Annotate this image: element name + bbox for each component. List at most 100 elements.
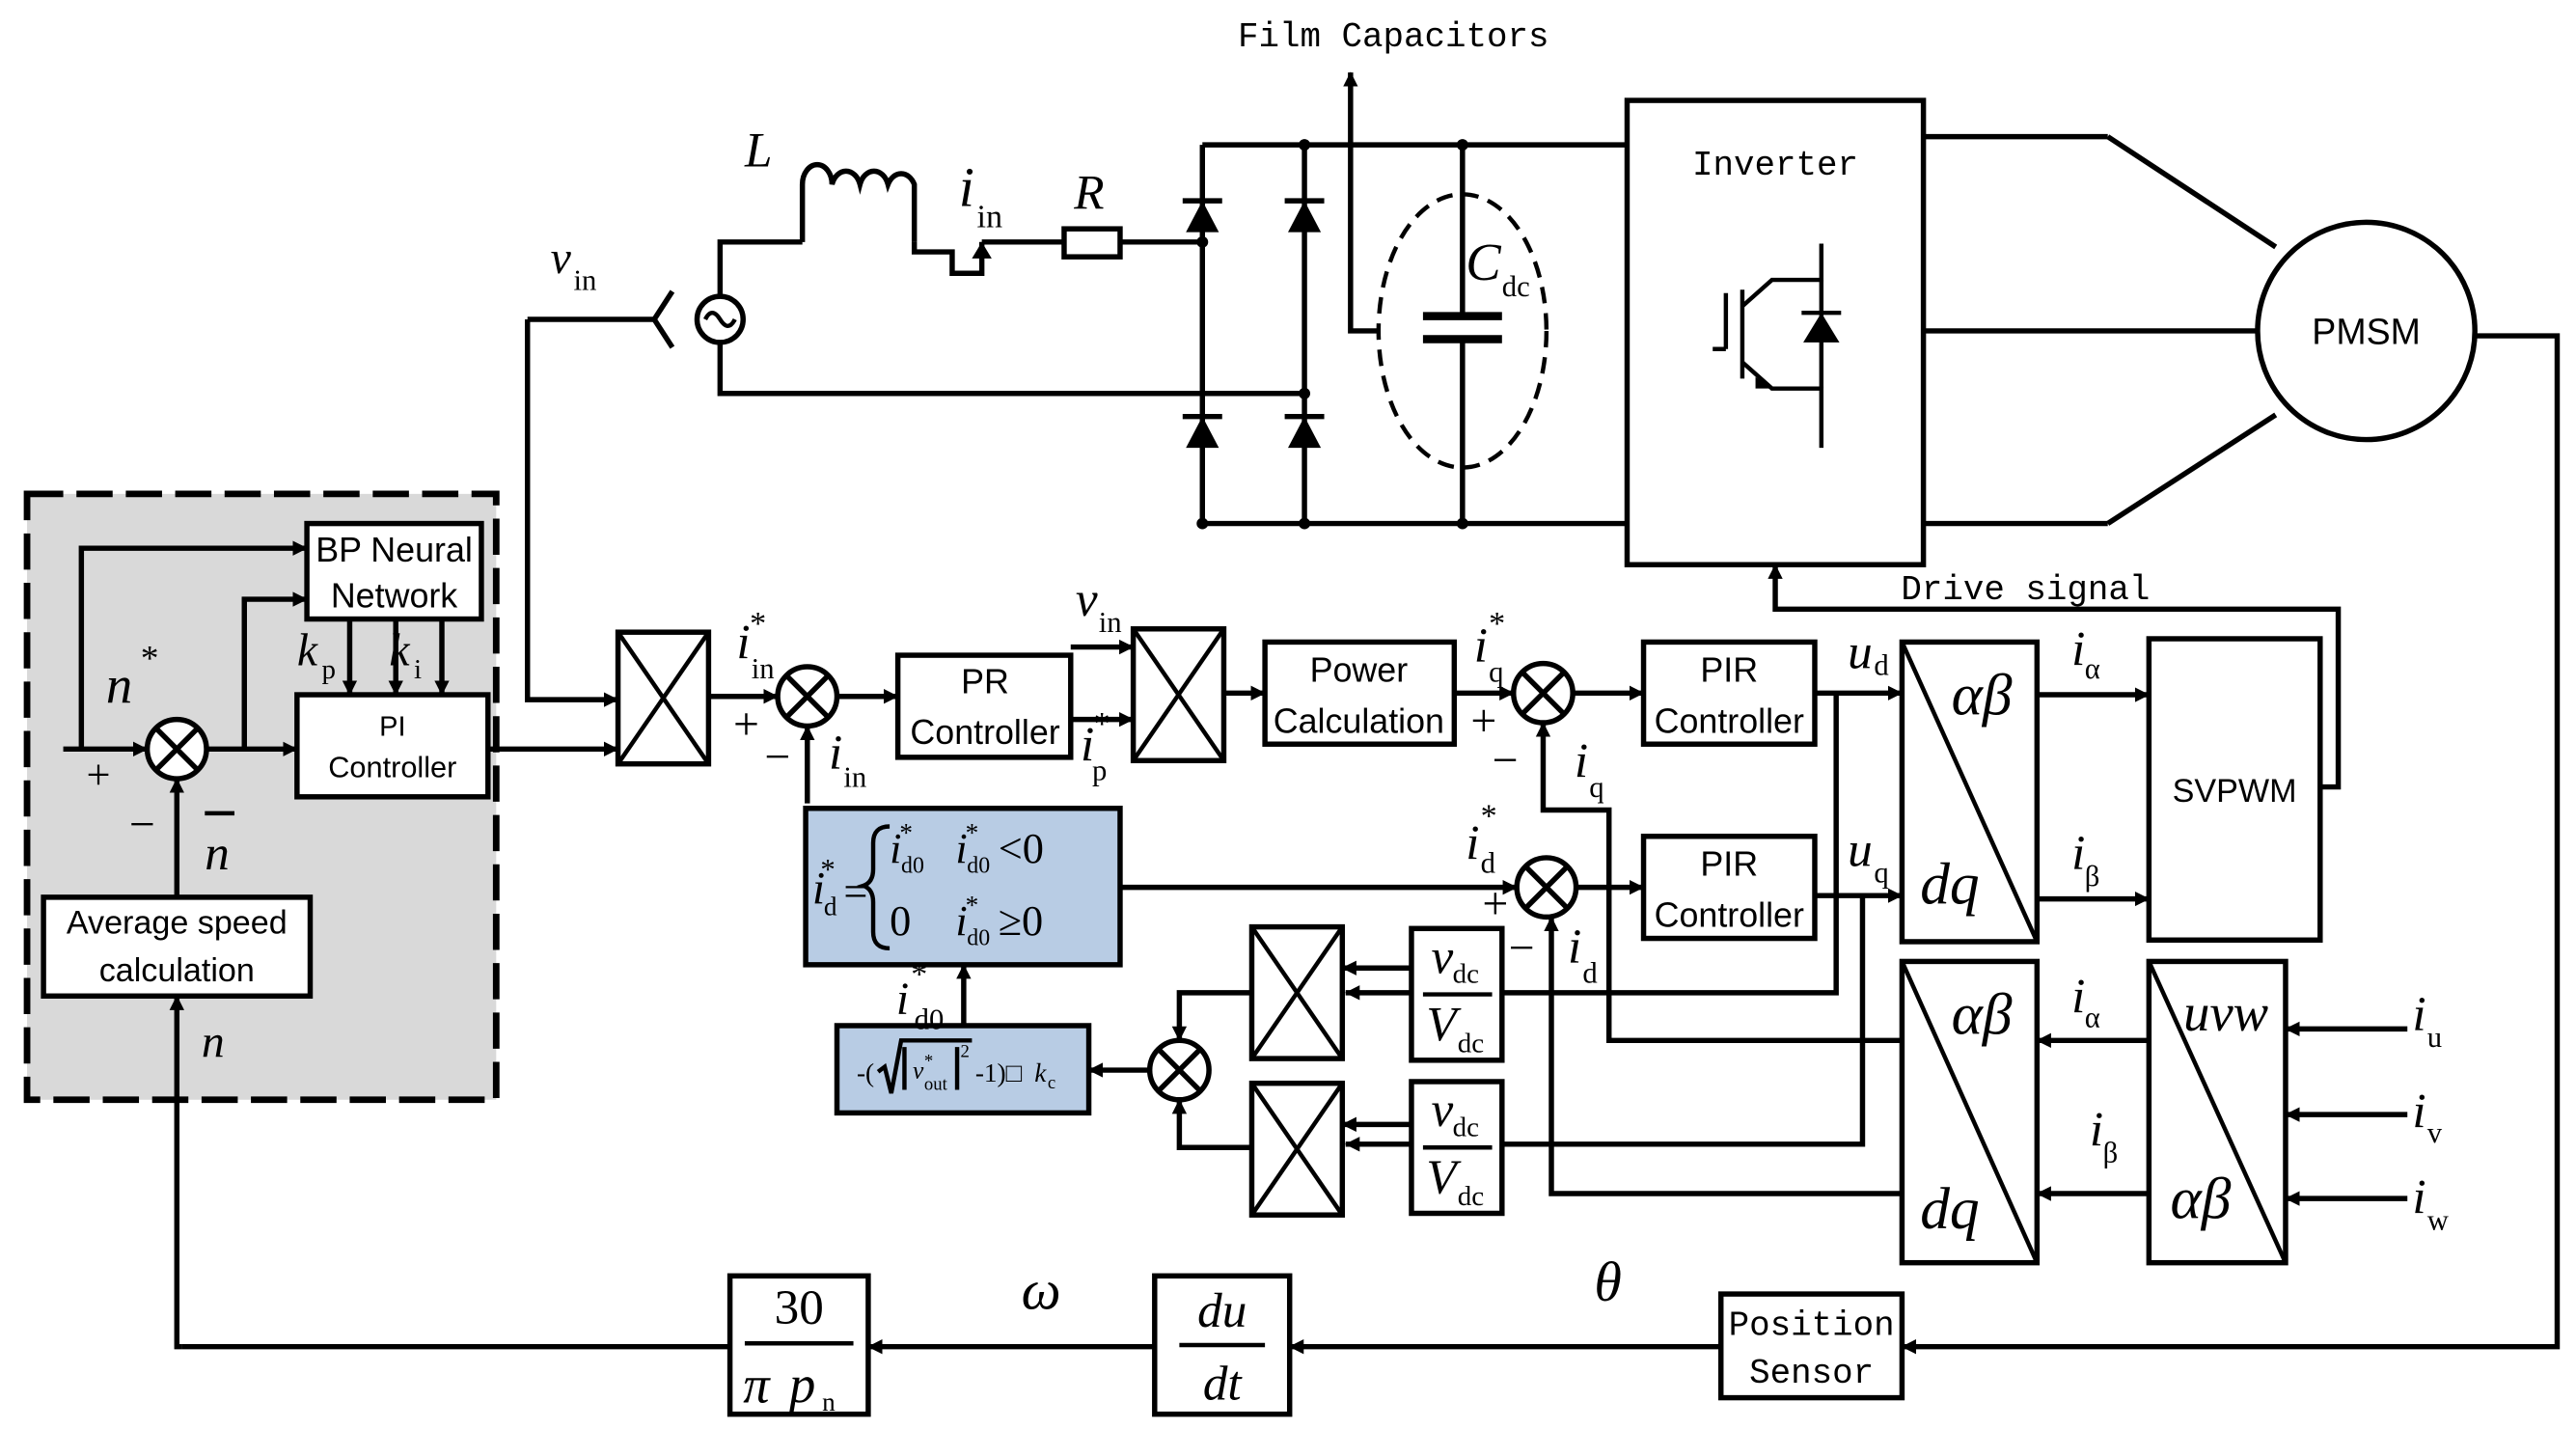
dq-ab-top: αβ xyxy=(1952,663,2013,728)
id0-ref-sub: d0 xyxy=(915,1003,945,1035)
iq-ref-star: * xyxy=(1489,606,1505,642)
pi-label-line1: PI xyxy=(379,712,405,743)
resistor xyxy=(1061,226,1123,260)
speed-summing-junction xyxy=(144,716,209,782)
dc-link-capacitor xyxy=(1343,71,1549,530)
pi-controller-block xyxy=(294,692,491,800)
formula-r2-cond: ≥0 xyxy=(999,896,1044,945)
uvw-ab-label: αβ xyxy=(2171,1167,2232,1232)
kc-formula-v: v xyxy=(913,1057,924,1085)
kp-sub: p xyxy=(321,654,336,685)
ip-star: * xyxy=(1094,706,1110,742)
pmsm-label: PMSM xyxy=(2312,312,2421,352)
vdc-bot-den: V xyxy=(1426,1150,1462,1205)
ac-source xyxy=(527,289,746,349)
pir-controller-q xyxy=(1640,639,1818,747)
pr-label-line2: Controller xyxy=(910,713,1059,752)
cdc-sub: dc xyxy=(1502,270,1530,303)
id-reference-formula-box xyxy=(803,806,1123,968)
vout-summing-junction xyxy=(1146,1037,1212,1103)
uq-sub: q xyxy=(1874,857,1888,890)
conv-pi: π xyxy=(743,1356,771,1415)
ab-dq-bottom: dq xyxy=(1920,1176,1979,1242)
kc-formula-b: -1)□ xyxy=(975,1058,1023,1087)
iin-ref-sub: in xyxy=(752,652,775,685)
current-minus: − xyxy=(764,731,790,783)
formula-r1-i2: i xyxy=(955,824,967,872)
iu-label: i xyxy=(2412,987,2425,1042)
formula-r2-sub: d0 xyxy=(967,925,990,950)
ialpha-fb-label: i xyxy=(2071,969,2085,1024)
kc-formula-a: -( xyxy=(857,1058,874,1087)
igbt-icon xyxy=(1713,243,1842,449)
n-bar-label: n xyxy=(205,826,230,881)
vdc-bot-den-sub: dc xyxy=(1458,1181,1484,1212)
kc-formula-c: c xyxy=(1048,1073,1055,1093)
film-capacitor-ellipse xyxy=(1376,192,1549,470)
formula-r1-cond: <0 xyxy=(999,824,1044,872)
vdc-top-den: V xyxy=(1426,997,1462,1052)
current-plus: + xyxy=(733,699,759,750)
id-fb-sub: d xyxy=(1582,957,1597,990)
uq-label: u xyxy=(1848,822,1873,877)
iv-label: i xyxy=(2412,1085,2425,1140)
pir-d-label1: PIR xyxy=(1700,845,1758,884)
drive-signal-label: Drive signal xyxy=(1901,570,2150,610)
vin-ctrl-label: v xyxy=(1076,572,1098,627)
derivative-den: dt xyxy=(1203,1356,1244,1411)
kc-formula-star: * xyxy=(924,1052,933,1072)
dq-ab-bottom: dq xyxy=(1920,852,1979,918)
inverter-label: Inverter xyxy=(1692,146,1858,185)
pir-q-label1: PIR xyxy=(1700,650,1758,689)
ip-label: i xyxy=(1081,717,1094,772)
formula-eq: = xyxy=(843,866,867,915)
current-summing-junction xyxy=(775,664,840,729)
position-label-line2: Sensor xyxy=(1749,1354,1874,1393)
pir-controller-d xyxy=(1640,834,1818,942)
conv-p: p xyxy=(785,1356,815,1415)
iq-ref-label: i xyxy=(1474,618,1488,673)
formula-r2-i: i xyxy=(955,896,967,945)
formula-i: i xyxy=(812,864,825,915)
film-capacitors-label: Film Capacitors xyxy=(1238,17,1549,57)
avg-label-line1: Average speed xyxy=(67,904,288,941)
resistor-label: R xyxy=(1073,166,1104,221)
id-minus: − xyxy=(1509,922,1535,974)
vdc-top-den-sub: dc xyxy=(1458,1028,1484,1058)
derivative-num: du xyxy=(1197,1283,1247,1338)
iin-label: i xyxy=(959,155,974,218)
iq-plus: + xyxy=(1470,696,1496,747)
inductor xyxy=(799,161,918,242)
iin-fb-label: i xyxy=(829,726,842,781)
iq-fb-label: i xyxy=(1575,733,1588,788)
formula-r1-i: i xyxy=(890,824,901,872)
diode-rectifier xyxy=(1182,139,1628,530)
id-ref-sub: d xyxy=(1481,846,1495,879)
formula-r1-star2: * xyxy=(966,818,979,847)
kc-formula-two: 2 xyxy=(960,1041,969,1061)
pc-label-line1: Power xyxy=(1310,650,1409,689)
control-chain: i * in + − i in PR Controller v in i * p… xyxy=(181,319,2450,1417)
vdc-bot-num: v xyxy=(1431,1083,1453,1138)
ibeta-ref-label: i xyxy=(2071,826,2085,881)
inductor-label: L xyxy=(744,123,772,178)
ud-label: u xyxy=(1848,625,1873,680)
omega-label: ω xyxy=(1022,1258,1061,1321)
ki-sub: i xyxy=(414,654,422,685)
svpwm-label: SVPWM xyxy=(2173,773,2297,810)
id-fb-label: i xyxy=(1568,920,1581,975)
speed-minus: − xyxy=(129,799,155,850)
uvw-label: uvw xyxy=(2183,983,2268,1042)
formula-i-star: * xyxy=(820,853,835,886)
pr-controller-block xyxy=(894,652,1074,760)
pir-d-label2: Controller xyxy=(1655,896,1804,935)
ab-dq-top: αβ xyxy=(1952,982,2013,1048)
id-ref-star: * xyxy=(1481,799,1497,835)
ialpha-ref-sub: α xyxy=(2085,652,2100,685)
pir-q-label2: Controller xyxy=(1655,701,1804,740)
ibeta-fb-sub: β xyxy=(2103,1137,2119,1169)
id0-ref-star: * xyxy=(911,956,927,992)
speed-control-panel: BP Neural Network PI Controller Average … xyxy=(23,490,500,1350)
vin-ctrl-sub: in xyxy=(1099,606,1122,639)
